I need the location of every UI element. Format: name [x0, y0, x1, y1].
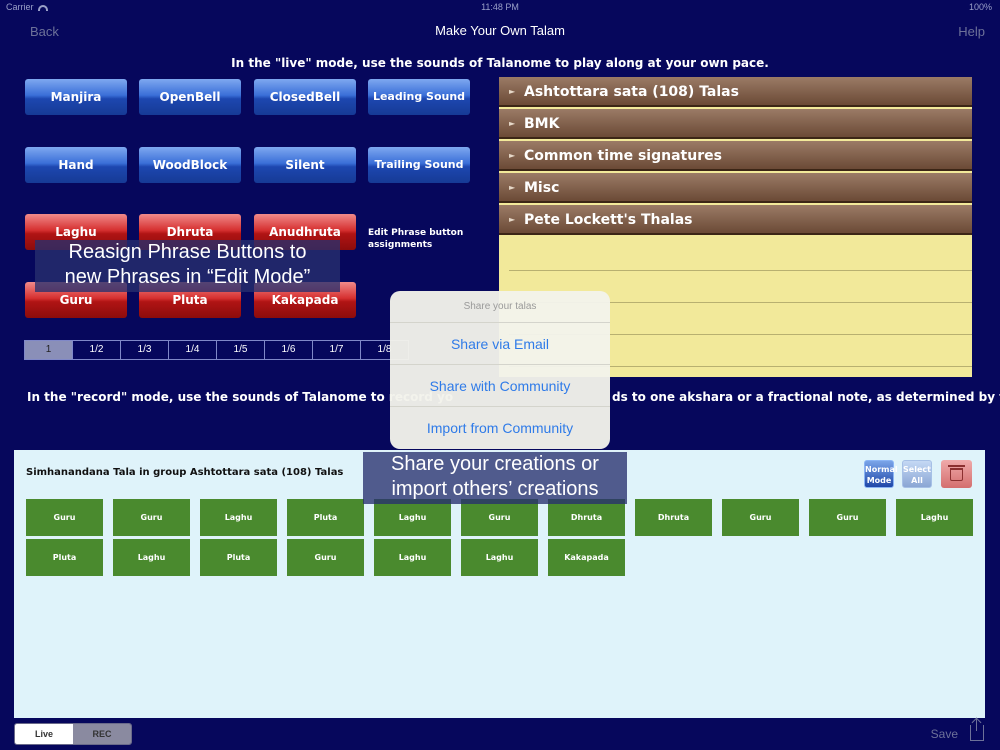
- phrase-tile[interactable]: Dhruta: [635, 499, 712, 536]
- tala-group-item[interactable]: ►Misc: [499, 173, 972, 203]
- notebook-line: [509, 366, 972, 367]
- phrase-tile[interactable]: Guru: [809, 499, 886, 536]
- phrase-tile[interactable]: Laghu: [200, 499, 277, 536]
- share-icon[interactable]: [970, 719, 984, 741]
- rec-mode-tab[interactable]: REC: [73, 724, 131, 744]
- select-all-button[interactable]: Select All: [902, 460, 932, 488]
- phrase-tile[interactable]: Laghu: [113, 539, 190, 576]
- share-community-button[interactable]: Share with Community: [390, 365, 610, 407]
- record-mode-instructions-continued: ds to one akshara or a fractional note, …: [612, 390, 1000, 404]
- bottom-toolbar: Live REC Save: [0, 718, 1000, 750]
- phrase-tile[interactable]: Pluta: [200, 539, 277, 576]
- fraction-option[interactable]: 1: [25, 341, 73, 359]
- normal-mode-button[interactable]: Normal Mode: [864, 460, 898, 488]
- edit-phrase-label[interactable]: Edit Phrase button assignments: [368, 228, 464, 250]
- battery-label: 100%: [968, 2, 992, 12]
- tala-group-item[interactable]: ►Common time signatures: [499, 141, 972, 171]
- share-email-button[interactable]: Share via Email: [390, 323, 610, 365]
- fraction-option[interactable]: 1/4: [169, 341, 217, 359]
- disclosure-arrow-icon: ►: [509, 87, 516, 96]
- reassign-tip-label: Reasign Phrase Buttons to new Phrases in…: [35, 240, 340, 292]
- tala-title: Simhanandana Tala in group Ashtottara sa…: [26, 467, 344, 478]
- openbell-button[interactable]: OpenBell: [139, 79, 241, 115]
- closedbell-button[interactable]: ClosedBell: [254, 79, 356, 115]
- trash-icon: [948, 465, 965, 481]
- disclosure-arrow-icon: ►: [509, 151, 516, 160]
- help-button[interactable]: Help: [958, 24, 985, 39]
- nav-bar: Make Your Own Talam Back Help: [0, 14, 1000, 48]
- notebook-line: [509, 270, 972, 271]
- disclosure-arrow-icon: ►: [509, 215, 516, 224]
- page-title: Make Your Own Talam: [435, 23, 565, 38]
- record-panel: Simhanandana Tala in group Ashtottara sa…: [14, 450, 985, 718]
- import-community-button[interactable]: Import from Community: [426, 420, 574, 436]
- leading-sound-button[interactable]: Leading Sound: [368, 79, 470, 115]
- record-mode-instructions: In the "record" mode, use the sounds of …: [27, 390, 454, 404]
- phrase-tile[interactable]: Guru: [722, 499, 799, 536]
- delete-button[interactable]: [941, 460, 972, 488]
- tala-group-item[interactable]: ►BMK: [499, 109, 972, 139]
- share-popover: Share your talas Share via Email Share w…: [390, 291, 610, 449]
- fraction-option[interactable]: 1/2: [73, 341, 121, 359]
- fraction-option[interactable]: 1/6: [265, 341, 313, 359]
- status-bar: Carrier 11:48 PM 100%: [0, 0, 1000, 14]
- tala-group-item[interactable]: ►Pete Lockett's Thalas: [499, 205, 972, 235]
- mode-segmented-control: Live REC: [14, 723, 132, 745]
- phrase-tile[interactable]: Guru: [461, 499, 538, 536]
- status-time: 11:48 PM: [481, 2, 519, 12]
- phrase-tile[interactable]: Laghu: [461, 539, 538, 576]
- fraction-option[interactable]: 1/5: [217, 341, 265, 359]
- fraction-option[interactable]: 1/3: [121, 341, 169, 359]
- share-tip-label: Share your creations or import others’ c…: [363, 452, 627, 504]
- wifi-icon: [37, 4, 48, 11]
- disclosure-arrow-icon: ►: [509, 119, 516, 128]
- notebook-line: [509, 302, 972, 303]
- fraction-option[interactable]: 1/7: [313, 341, 361, 359]
- live-mode-instructions: In the "live" mode, use the sounds of Ta…: [231, 56, 769, 70]
- notebook-line: [509, 334, 972, 335]
- silent-button[interactable]: Silent: [254, 147, 356, 183]
- woodblock-button[interactable]: WoodBlock: [139, 147, 241, 183]
- back-button[interactable]: Back: [30, 24, 59, 39]
- phrase-tile[interactable]: Laghu: [374, 499, 451, 536]
- fraction-option[interactable]: 1/8: [377, 344, 392, 355]
- trailing-sound-button[interactable]: Trailing Sound: [368, 147, 470, 183]
- save-button[interactable]: Save: [930, 727, 958, 741]
- hand-button[interactable]: Hand: [25, 147, 127, 183]
- phrase-tile[interactable]: Laghu: [896, 499, 973, 536]
- manjira-button[interactable]: Manjira: [25, 79, 127, 115]
- fraction-selector: 1 1/2 1/3 1/4 1/5 1/6 1/7 1/8: [24, 340, 409, 360]
- disclosure-arrow-icon: ►: [509, 183, 516, 192]
- carrier-label: Carrier: [6, 2, 48, 12]
- phrase-tile[interactable]: Pluta: [287, 499, 364, 536]
- phrase-tile[interactable]: Dhruta: [548, 499, 625, 536]
- phrase-tile[interactable]: Laghu: [374, 539, 451, 576]
- phrase-tile[interactable]: Guru: [26, 499, 103, 536]
- phrase-tile[interactable]: Kakapada: [548, 539, 625, 576]
- phrase-tile[interactable]: Pluta: [26, 539, 103, 576]
- phrase-tile[interactable]: Guru: [113, 499, 190, 536]
- phrase-tile[interactable]: Guru: [287, 539, 364, 576]
- live-mode-tab[interactable]: Live: [15, 724, 73, 744]
- tala-group-item[interactable]: ►Ashtottara sata (108) Talas: [499, 77, 972, 107]
- popover-title: Share your talas: [390, 291, 610, 323]
